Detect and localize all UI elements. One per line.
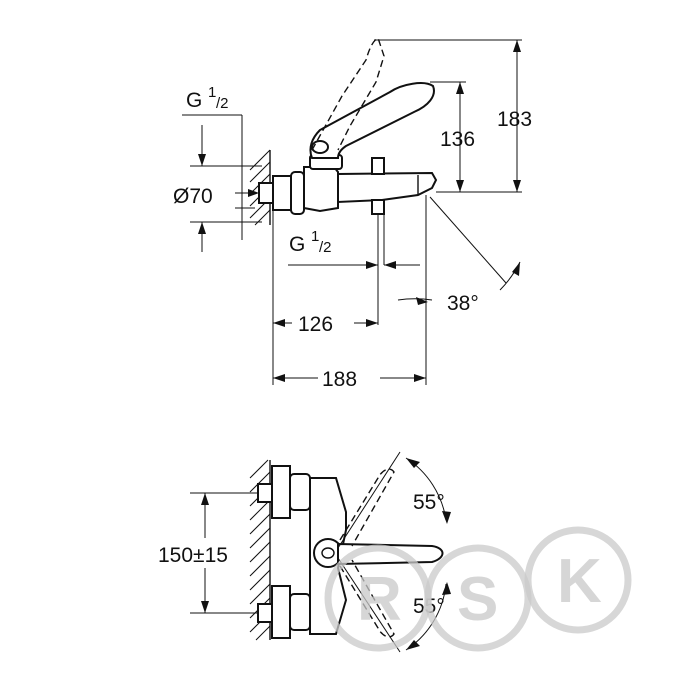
thread-label-top: G 1 /2 <box>186 84 229 112</box>
thread-top-arrow <box>248 189 259 197</box>
dimension-183 <box>513 40 521 192</box>
thread-label-bottom: G 1 /2 <box>289 228 332 256</box>
lever-front <box>313 538 444 568</box>
connector-upper <box>257 465 311 519</box>
thread-top-sup: 1 <box>208 84 216 101</box>
dim-136-label: 136 <box>440 128 475 151</box>
lever-alt-down <box>339 559 395 638</box>
dimension-diameter <box>198 125 206 252</box>
dimension-188 <box>273 374 426 382</box>
thread-bottom-main: G <box>289 233 305 256</box>
watermark-letter-k: K <box>557 547 602 616</box>
dimension-150 <box>201 493 209 613</box>
angle-38-label: 38° <box>447 292 479 315</box>
thread-top-main: G <box>186 89 202 112</box>
watermark-letter-s: S <box>457 565 498 634</box>
thread-bottom-sup: 1 <box>311 228 319 245</box>
dimension-angle-55-up <box>337 451 451 549</box>
dim-183-label: 183 <box>497 108 532 131</box>
dim-150-label: 150±15 <box>158 544 228 567</box>
connector-lower <box>257 585 311 639</box>
watermark: R S K <box>324 526 632 652</box>
watermark-letter-r: R <box>357 565 402 634</box>
dimension-126 <box>273 319 378 327</box>
dim-126-label: 126 <box>298 313 333 336</box>
wall-connector <box>258 171 305 215</box>
diameter-label: Ø70 <box>173 185 213 208</box>
side-view: Ø70 G 1 /2 G 1 /2 136 <box>173 37 532 391</box>
dim-188-label: 188 <box>322 368 357 391</box>
mixer-body <box>303 154 438 215</box>
thread-bottom-sub: /2 <box>319 239 332 256</box>
front-view: 55° 55° 150±15 <box>158 451 451 653</box>
lever-handle-alt-position <box>311 37 385 151</box>
dimension-136 <box>456 82 464 192</box>
lever-handle <box>309 82 435 159</box>
thread-top-sub: /2 <box>216 95 229 112</box>
angle-55-up-label: 55° <box>413 491 445 514</box>
lever-alt-up <box>339 468 395 547</box>
watermark-circle-k <box>524 526 632 634</box>
dimension-angle-38 <box>397 196 521 305</box>
dimension-thread-bottom <box>288 261 420 269</box>
